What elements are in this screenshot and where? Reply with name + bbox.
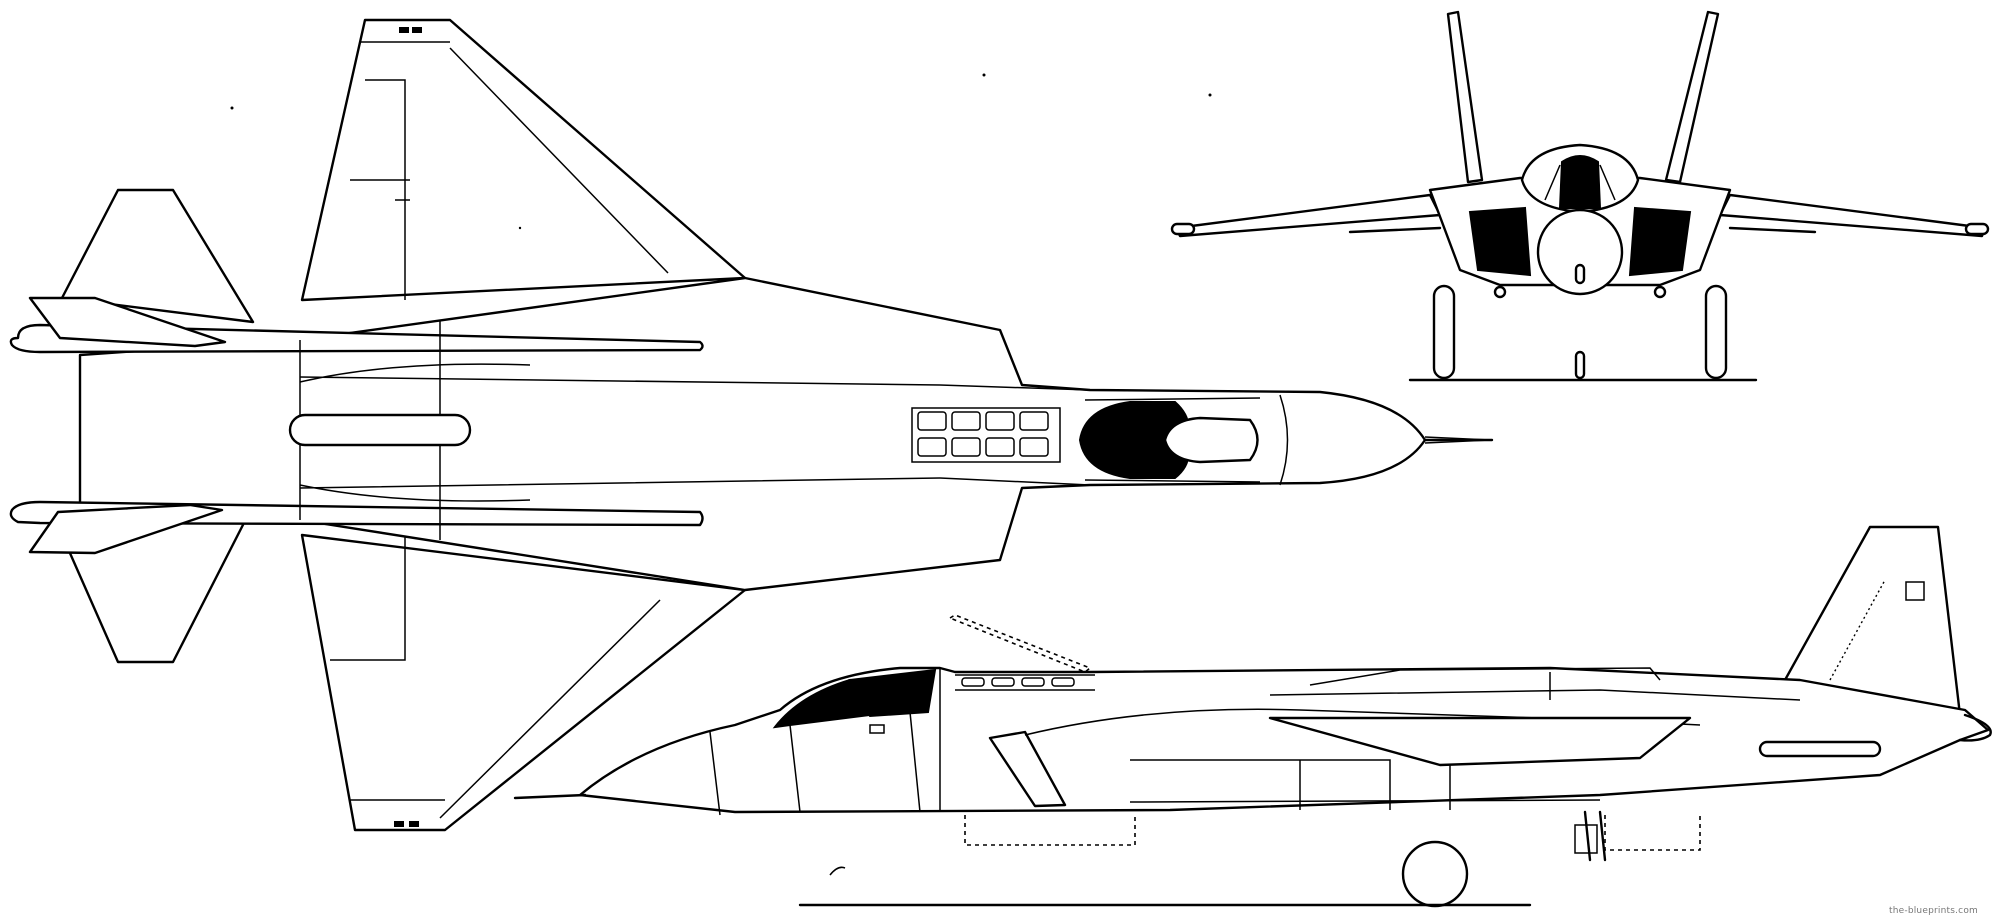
side-view (513, 525, 1992, 908)
front-right-intake (1628, 206, 1692, 277)
scan-speckles (230, 73, 1212, 230)
front-radome (1536, 208, 1624, 296)
side-canopy-rear (848, 668, 937, 718)
front-view (1170, 10, 1990, 382)
front-left-intake (1468, 206, 1532, 277)
front-right-fin (1664, 10, 1720, 184)
front-right-gear (1704, 284, 1728, 380)
lower-stabilator (28, 503, 224, 555)
side-fuselage (578, 666, 1990, 814)
canopy-plan (1078, 397, 1261, 483)
top-view (9, 18, 1494, 832)
side-pitot (513, 793, 587, 800)
side-exhaust (1758, 740, 1882, 758)
hatch-grid (911, 407, 1061, 463)
front-right-wingtip (1964, 222, 1990, 236)
upper-tail-fin (60, 188, 255, 324)
open-hatch-outline (948, 614, 1092, 673)
side-wing-root (1268, 716, 1692, 767)
front-left-gear (1432, 284, 1456, 380)
central-exhaust-fairing (288, 413, 472, 447)
front-left-fin (1446, 10, 1484, 184)
watermark-text: the-blueprints.com (1889, 906, 1978, 916)
side-intake (988, 730, 1067, 808)
front-nose-gear (1574, 350, 1586, 380)
upper-stabilator (28, 296, 227, 348)
lower-wing (300, 533, 747, 832)
side-main-wheel (1401, 840, 1469, 908)
upper-wing (300, 18, 747, 302)
front-left-wingtip (1170, 222, 1196, 236)
